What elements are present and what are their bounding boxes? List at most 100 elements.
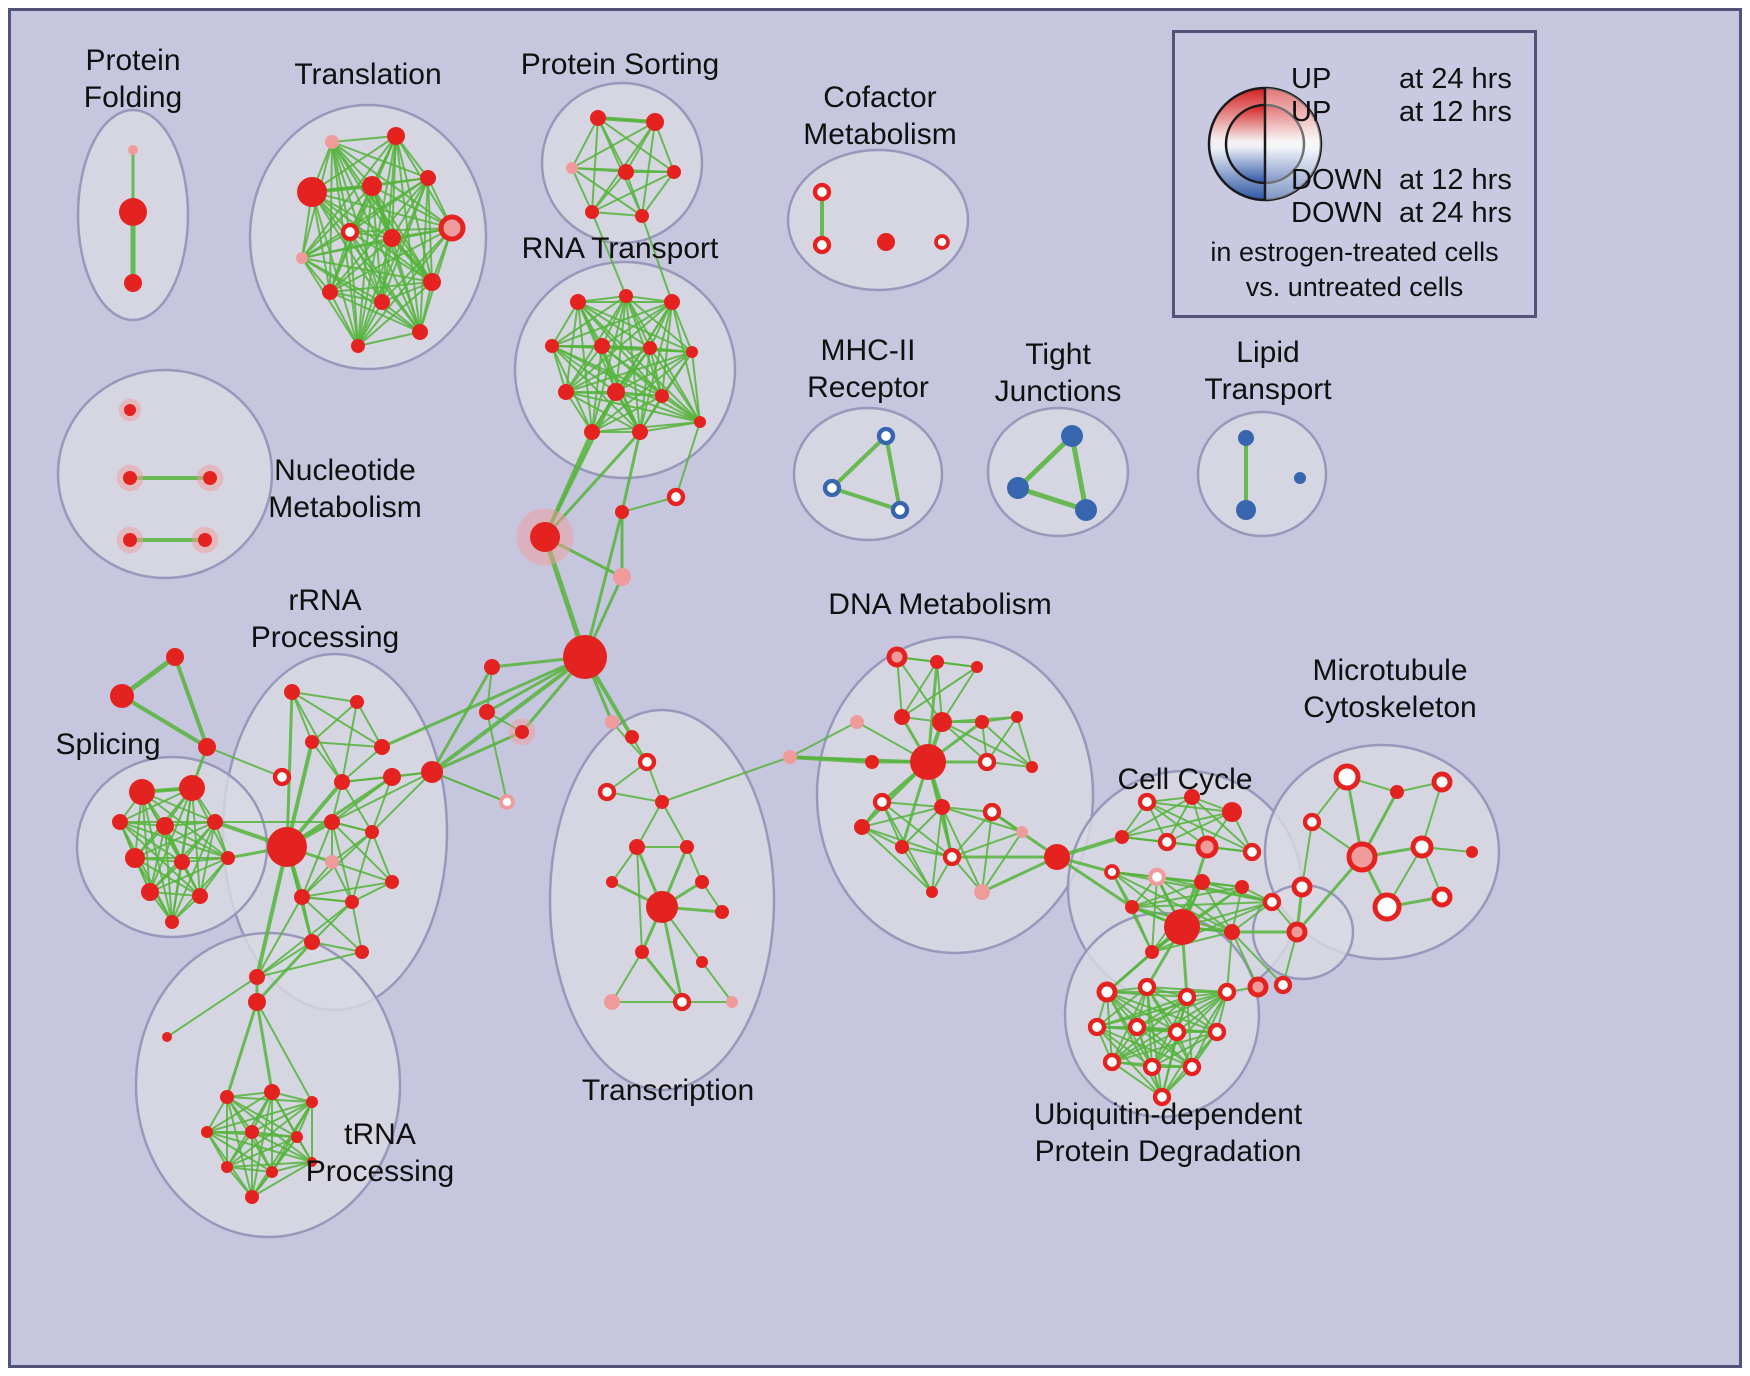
node-mc10 xyxy=(1466,846,1478,858)
node-tp10 xyxy=(245,1190,259,1204)
edge-tp5-tp7 xyxy=(226,1131,253,1168)
node-tc14 xyxy=(672,992,692,1012)
node-tc13 xyxy=(604,994,620,1010)
edge-rt3-rt7 xyxy=(671,301,693,353)
edge-rt1-rt4 xyxy=(551,301,579,347)
node-ub4 xyxy=(1217,982,1237,1002)
edge-tc11-tc13 xyxy=(611,951,643,1003)
edge-cc9-cc14 xyxy=(1156,876,1273,903)
legend-caption: in estrogen-treated cells vs. untreated … xyxy=(1175,235,1534,305)
edge-rr3-rr4 xyxy=(311,741,383,748)
node-rr7 xyxy=(383,768,401,786)
node-pf3 xyxy=(124,274,142,292)
edge-ch11-dm4 xyxy=(789,721,858,758)
node-mc5 xyxy=(1346,841,1378,873)
edge-tr7-tr14 xyxy=(301,257,421,333)
cluster-label-ubiquitin-degradation: Protein Degradation xyxy=(1035,1135,1302,1168)
node-sp11 xyxy=(165,915,179,929)
cluster-label-splicing: Splicing xyxy=(55,728,160,761)
edge-ub5-ub10 xyxy=(1096,1026,1153,1068)
edge-rr13-rr14 xyxy=(351,881,393,903)
edge-dm19-bx1 xyxy=(980,855,1059,894)
edge-rr13-rr15 xyxy=(311,901,353,943)
node-tr2 xyxy=(387,127,405,145)
edge-tr5-tr14 xyxy=(419,177,429,333)
node-dm18 xyxy=(926,886,938,898)
edge-tr5-tr12 xyxy=(427,177,433,283)
node-cc4 xyxy=(1115,830,1129,844)
edge-tr2-tr11 xyxy=(381,135,397,303)
edge-rt12-ch3 xyxy=(620,430,642,514)
node-rr14 xyxy=(385,875,399,889)
cluster-label-dna-metabolism: DNA Metabolism xyxy=(828,588,1051,621)
node-mc8 xyxy=(1372,892,1402,922)
node-tr14 xyxy=(412,324,428,340)
node-dm16 xyxy=(895,840,909,854)
node-ps1 xyxy=(590,110,606,126)
edge-tc8-tc14 xyxy=(660,905,684,1004)
node-mc6 xyxy=(1410,835,1434,859)
edge-ub8-ub10 xyxy=(1151,1031,1218,1068)
cluster-label-lipid-transport: Lipid xyxy=(1236,336,1299,369)
node-ub1 xyxy=(1096,981,1118,1003)
edge-rt1-rt6 xyxy=(577,301,651,349)
edge-cc10-cc13 xyxy=(1201,881,1233,933)
node-pf1 xyxy=(128,145,138,155)
edge-mhc1-mhc3 xyxy=(884,434,902,512)
edge-cc12-cc14 xyxy=(1131,901,1273,908)
node-dm19 xyxy=(974,884,990,900)
node-tc9 xyxy=(695,875,709,889)
edge-tp5-tp9 xyxy=(251,1131,313,1163)
node-sp5 xyxy=(207,814,223,830)
node-tp4 xyxy=(201,1126,213,1138)
edge-ps3-ps7 xyxy=(571,167,643,217)
edge-tj1-tj2 xyxy=(1015,433,1075,491)
edge-tr8-tr11 xyxy=(381,237,393,303)
cluster-label-mhc-ii-receptor: MHC-II xyxy=(821,334,916,367)
edge-tr3-tr13 xyxy=(311,191,359,347)
edge-tp9-tp10 xyxy=(251,1161,313,1198)
node-tr9 xyxy=(438,214,466,242)
cluster-label-protein-folding: Folding xyxy=(84,81,182,114)
edge-rr11-rr13 xyxy=(331,861,353,903)
edge-tr6-tr10 xyxy=(329,231,351,293)
edge-rr12-rr13 xyxy=(301,896,353,903)
node-ch9 xyxy=(499,794,515,810)
edge-ps5-ps6 xyxy=(591,171,675,213)
edge-dm17-dm20 xyxy=(861,826,953,858)
edge-cc1-cc3 xyxy=(1146,801,1233,813)
edge-sx3-rr5 xyxy=(206,746,283,778)
node-dm17 xyxy=(942,847,962,867)
node-nm4 xyxy=(123,533,137,547)
legend-row-down-24-label: DOWN xyxy=(1291,197,1383,229)
edge-bx1-cc12 xyxy=(1055,855,1134,909)
node-cm2 xyxy=(812,235,832,255)
node-dm9 xyxy=(865,755,879,769)
edge-ub8-ub9 xyxy=(1111,1031,1218,1063)
node-dm12 xyxy=(872,792,892,812)
legend-row-down-12-label: DOWN xyxy=(1291,164,1383,196)
edge-ch9-rr8 xyxy=(431,771,508,803)
edge-rr3-rr6 xyxy=(311,741,343,783)
edge-tr10-tr14 xyxy=(329,291,421,333)
edge-cc3-cc5 xyxy=(1166,811,1233,843)
node-tj2 xyxy=(1007,477,1029,499)
edge-tr8-tr13 xyxy=(357,237,393,347)
node-ub12 xyxy=(1152,1087,1172,1107)
node-bx3 xyxy=(1273,975,1293,995)
edge-ub2-ub5 xyxy=(1096,986,1148,1028)
edge-tr1-tr2 xyxy=(331,135,397,143)
cluster-cofactor-metabolism xyxy=(786,148,970,292)
node-sp3 xyxy=(112,814,128,830)
edge-dm13-dm18 xyxy=(931,806,943,893)
edge-rr10-rr14 xyxy=(371,831,393,883)
node-ps4 xyxy=(618,164,634,180)
node-rt13 xyxy=(694,416,706,428)
edge-cc10-cc14 xyxy=(1201,881,1273,903)
cluster-label-nucleotide-metabolism: Nucleotide xyxy=(274,454,416,487)
edge-rrh-rr1 xyxy=(285,690,294,849)
node-dm8 xyxy=(1011,711,1023,723)
edge-ps6-ps7 xyxy=(591,211,643,217)
legend-row-down-24-time: at 24 hrs xyxy=(1399,197,1512,229)
node-rr1 xyxy=(284,684,300,700)
